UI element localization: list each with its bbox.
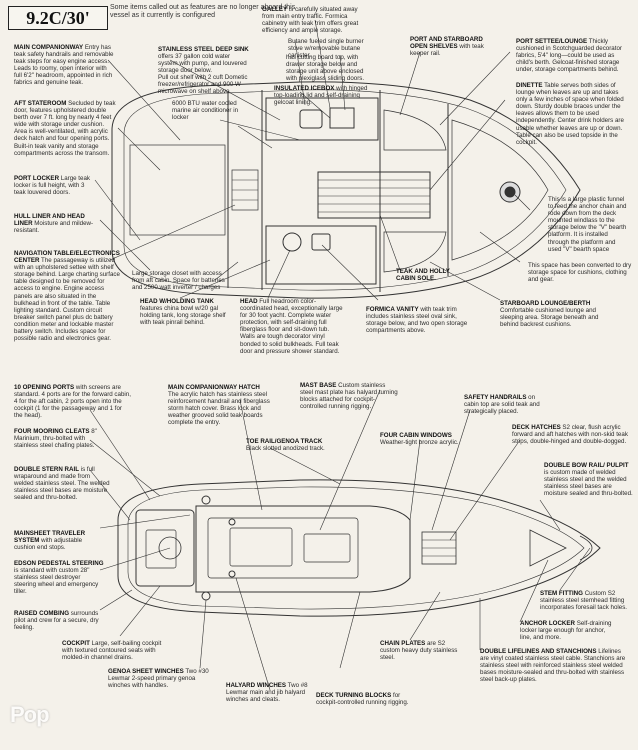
label-freezer: Pull out shelf with 2 cuft Dometic freez…	[158, 74, 248, 96]
label-head: HEAD Full headroom color-coordinated hea…	[240, 298, 343, 355]
label-open-shelves: PORT AND STARBOARD OPEN SHELVES with tea…	[410, 36, 484, 58]
label-main-companionway: MAIN COMPANIONWAY Entry has teak safety …	[14, 44, 114, 87]
label-turning-blocks: DECK TURNING BLOCKS for cockpit-controll…	[316, 692, 409, 707]
label-lifelines: DOUBLE LIFELINES AND STANCHIONS Lifeline…	[480, 648, 626, 684]
label-cabin-sole: TEAK AND HOLLY CABIN SOLE.	[396, 268, 450, 283]
interior-hull-outline	[111, 81, 581, 299]
label-stem-fitting: STEM FITTING Custom S2 stainless steel s…	[540, 590, 628, 612]
label-opening-ports: 10 OPENING PORTS with screens are standa…	[14, 384, 131, 420]
label-port-locker: PORT LOCKER Large teak locker is full he…	[14, 175, 91, 197]
deck-hull-outline	[117, 479, 601, 617]
label-holding-tank: HEAD W/HOLDING TANK features china bowl …	[140, 298, 226, 327]
label-converted-storage: This space has been converted to dry sto…	[528, 262, 632, 284]
label-butane-stove: Butane fueled single burner stove w/remo…	[288, 38, 364, 60]
deck-hull-inner	[127, 486, 585, 610]
label-safety-handrails: SAFETY HANDRAILS on cabin top are solid …	[464, 394, 540, 416]
label-aft-stateroom: AFT STATEROOM Secluded by teak door, fea…	[14, 100, 116, 157]
label-genoa-winches: GENOA SHEET WINCHES Two #30 Lewmar 2-spe…	[108, 668, 209, 690]
interior-hull-inner	[123, 89, 567, 291]
label-icebox: INSULATED ICEBOX with hinged top-loading…	[274, 85, 368, 107]
label-mast-base: MAST BASE Custom stainless steel mast pl…	[300, 382, 398, 411]
label-hull-liner: HULL LINER AND HEAD LINER Moisture and m…	[14, 213, 94, 235]
model-title: 9.2C/30'	[8, 6, 108, 30]
configuration-note: Some items called out as features are no…	[110, 4, 296, 19]
label-edson-steering: EDSON PEDESTAL STEERING is standard with…	[14, 560, 104, 596]
watermark-logo: Pop	[10, 702, 50, 727]
label-starboard-lounge: STARBOARD LOUNGE/BERTH Comfortable cushi…	[500, 300, 599, 329]
label-mooring-cleats: FOUR MOORING CLEATS 8" Marinium, thru-bo…	[14, 428, 97, 450]
label-galley: GALLEY is carefully situated away from m…	[262, 6, 359, 35]
label-dinette: DINETTE Table serves both sides of loung…	[516, 82, 624, 146]
label-air-conditioner: 6000 BTU water cooled marine air conditi…	[172, 100, 239, 122]
label-bow-rail: DOUBLE BOW RAIL/ PULPIT is custom made o…	[544, 462, 633, 498]
label-anchor-funnel: This is a large plastic funnel to feed t…	[548, 196, 627, 253]
label-cutting-board: has cutting board top, with drawer stora…	[286, 54, 365, 83]
label-chain-plates: CHAIN PLATES are S2 custom heavy duty st…	[380, 640, 458, 662]
label-anchor-locker: ANCHOR LOCKER Self-draining locker large…	[520, 620, 612, 642]
label-deck-hatches: DECK HATCHES S2 clear, flush acrylic for…	[512, 424, 628, 446]
label-formica-vanity: FORMICA VANITY with teak trim includes s…	[366, 306, 468, 335]
label-raised-coaming: RAISED COMBING surrounds pilot and crew …	[14, 610, 99, 632]
label-main-hatch: MAIN COMPANIONWAY HATCH The acrylic hatc…	[168, 384, 270, 427]
label-mainsheet-traveler: MAINSHEET TRAVELER SYSTEM with adjustabl…	[14, 530, 86, 552]
interior-plan-diagram	[94, 19, 581, 301]
label-cabin-windows: FOUR CABIN WINDOWS Weather-tight bronze …	[380, 432, 459, 447]
label-deep-sink: STAINLESS STEEL DEEP SINK offers 37 gall…	[158, 46, 249, 75]
label-navigation-center: NAVIGATION TABLE/ELECTRONICS CENTER The …	[14, 250, 120, 343]
label-cockpit: COCKPIT Large, self-bailing cockpit with…	[62, 640, 162, 662]
label-toe-rail: TOE RAIL/GENOA TRACK Black slotted anodi…	[246, 438, 325, 453]
label-storage-closet: Large storage closet with access from af…	[132, 270, 225, 292]
label-port-settee: PORT SETTEE/LOUNGE Thickly cushioned in …	[516, 38, 622, 74]
label-stern-rail: DOUBLE STERN RAIL is full wraparound and…	[14, 466, 110, 502]
label-halyard-winches: HALYARD WINCHES Two #8 Lewmar main and j…	[226, 682, 308, 704]
